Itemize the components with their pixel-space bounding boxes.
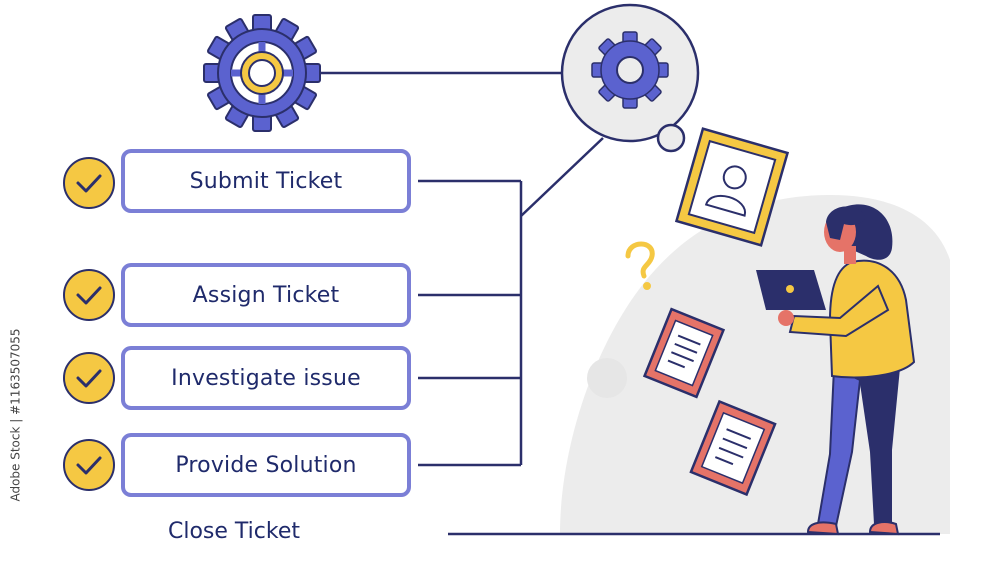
top-gear-icon bbox=[203, 14, 321, 132]
background-dot bbox=[587, 358, 627, 398]
document-icon bbox=[642, 307, 726, 399]
check-icon bbox=[63, 352, 115, 404]
step-label: Submit Ticket bbox=[189, 168, 343, 194]
check-icon bbox=[63, 439, 115, 491]
step-label: Provide Solution bbox=[175, 452, 357, 478]
profile-frame-icon bbox=[674, 127, 790, 247]
close-ticket-label: Close Ticket bbox=[168, 519, 301, 544]
connector-lines bbox=[316, 71, 604, 467]
laptop-icon bbox=[756, 270, 826, 310]
step-box: Submit Ticket bbox=[121, 149, 411, 213]
check-icon bbox=[63, 269, 115, 321]
step-box: Investigate issue bbox=[121, 346, 411, 410]
bubble-gear-icon bbox=[591, 31, 669, 109]
person-illustration bbox=[778, 204, 916, 536]
step-label: Investigate issue bbox=[171, 365, 361, 391]
step-box: Provide Solution bbox=[121, 433, 411, 497]
document-icon bbox=[689, 399, 777, 497]
step-label: Assign Ticket bbox=[192, 282, 340, 308]
check-icon bbox=[63, 157, 115, 209]
question-mark-icon bbox=[625, 241, 655, 290]
step-box: Assign Ticket bbox=[121, 263, 411, 327]
thought-bubble bbox=[560, 3, 700, 153]
stock-id-label: Adobe Stock | #1163507055 bbox=[9, 328, 23, 502]
